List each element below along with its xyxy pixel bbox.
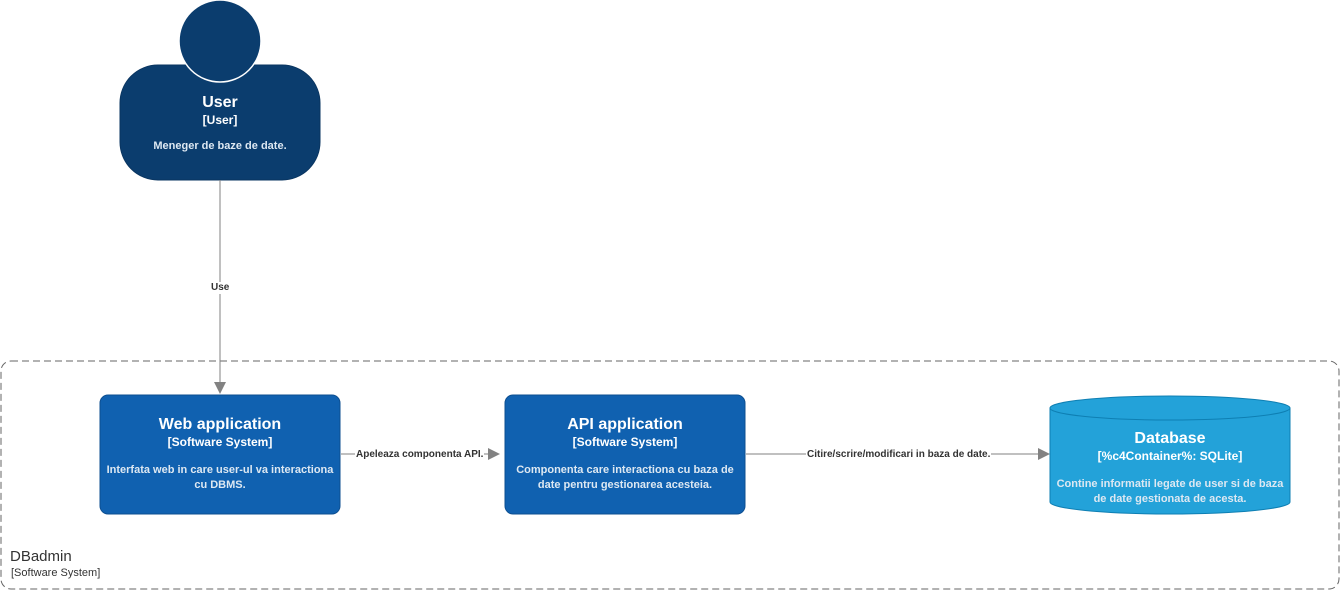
boundary-type: [Software System]	[11, 567, 101, 579]
database-type: [%c4Container%: SQLite]	[1097, 449, 1243, 463]
api-application-type: [Software System]	[572, 435, 678, 449]
person-title: User	[202, 94, 238, 111]
database-title: Database	[1134, 430, 1206, 447]
database-body	[1049, 407, 1291, 515]
web-application-type: [Software System]	[167, 435, 273, 449]
person-type: [User]	[202, 113, 238, 127]
api-application-description: Componenta care interactiona cu baza de …	[516, 464, 734, 491]
web-application-box[interactable]	[99, 394, 341, 515]
person-shape[interactable]	[119, 0, 321, 181]
person-label: User [User] Meneger de baze de date.	[120, 93, 320, 154]
api-application-box[interactable]	[504, 394, 746, 515]
person-description: Meneger de baze de date.	[153, 140, 287, 152]
web-application-label: Web application [Software System] Interf…	[104, 415, 336, 493]
boundary-title: DBadmin	[10, 548, 72, 565]
web-application-description: Interfata web in care user-ul va interac…	[106, 464, 334, 491]
web-application-title: Web application	[158, 416, 282, 433]
database-top	[1049, 395, 1291, 421]
api-application-title: API application	[567, 416, 683, 433]
edge-web-api-label: Apeleaza componenta API.	[355, 449, 485, 461]
edge-use-label: Use	[210, 282, 231, 294]
database-cylinder[interactable]	[1049, 395, 1291, 515]
database-description: Contine informatii legate de user si de …	[1056, 478, 1284, 505]
edge-api-db-label: Citire/scrire/modificari in baza de date…	[806, 449, 992, 461]
database-label: Database [%c4Container%: SQLite] Contine…	[1052, 429, 1288, 507]
person-head	[178, 0, 262, 83]
system-boundary[interactable]	[0, 360, 1340, 590]
api-application-label: API application [Software System] Compon…	[509, 415, 741, 493]
